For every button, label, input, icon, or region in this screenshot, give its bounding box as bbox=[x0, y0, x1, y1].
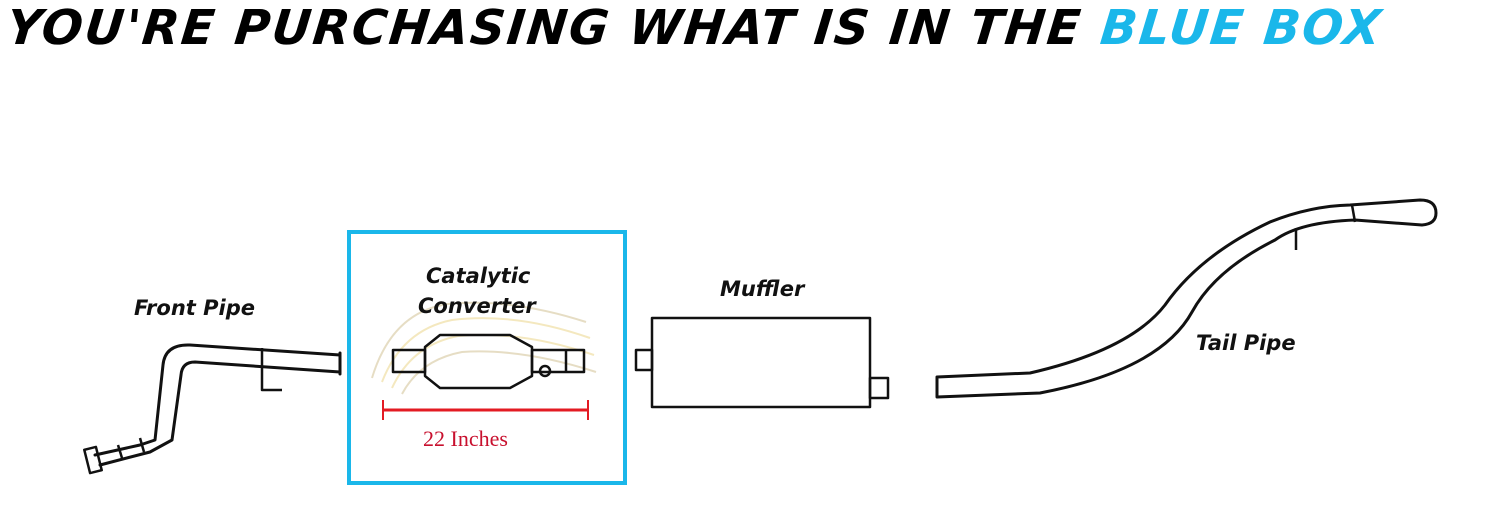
catalytic-label-line2: Converter bbox=[418, 294, 537, 318]
dimension-label: 22 Inches bbox=[423, 426, 508, 451]
front-pipe-part bbox=[83, 343, 342, 475]
muffler-label: Muffler bbox=[720, 277, 806, 301]
tail-pipe-part bbox=[935, 198, 1438, 399]
catalytic-converter-part bbox=[391, 333, 586, 390]
blue-box-highlight bbox=[347, 230, 627, 485]
catalytic-label-line1: Catalytic bbox=[426, 264, 531, 288]
muffler-part bbox=[634, 316, 890, 409]
dimension-line bbox=[382, 400, 589, 420]
tail-pipe-label: Tail Pipe bbox=[1196, 331, 1296, 355]
front-pipe-label: Front Pipe bbox=[134, 296, 255, 320]
